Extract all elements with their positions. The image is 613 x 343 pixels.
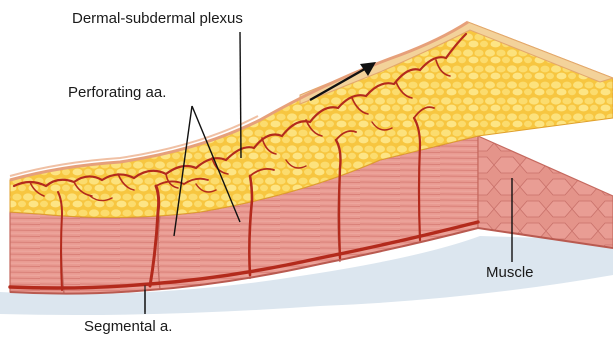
leader-dermal-plexus bbox=[240, 32, 241, 158]
label-muscle: Muscle bbox=[486, 264, 534, 282]
label-perforating-arteries: Perforating aa. bbox=[68, 84, 166, 102]
label-dermal-subdermal-plexus: Dermal-subdermal plexus bbox=[72, 10, 243, 28]
label-segmental-artery: Segmental a. bbox=[84, 318, 172, 336]
